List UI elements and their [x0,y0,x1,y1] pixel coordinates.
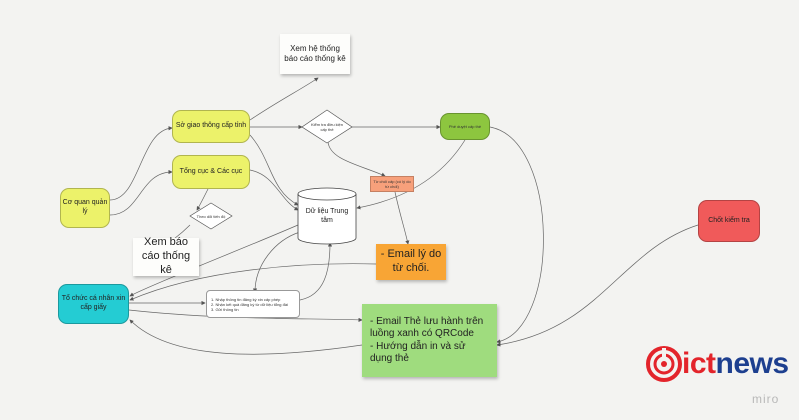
card-email-note[interactable]: - Email Thẻ lưu hành trên luồng xanh có … [362,304,497,377]
database-cylinder [297,187,357,245]
ictnews-logo: ict news [646,346,789,382]
decision-diamond-check [301,109,353,144]
ictnews-emblem-icon [646,346,682,382]
central-data-label: Dữ liệu Trung tâm [305,208,349,224]
applicant-org-box[interactable]: Tổ chức cá nhân xin cấp giấy [58,284,129,324]
step-3: 3. Gửi thông tin [211,306,239,312]
provincial-transport-box[interactable]: Sở giao thông cấp tỉnh [172,110,250,143]
logo-news-text: news [715,347,790,380]
step-1: 1. Nhập thông tin đăng ký xin cấp phép [211,296,281,302]
step-2: 2. Nhận kết quả đăng ký từ dữ liệu tổng … [211,301,288,307]
approve-card-box[interactable]: Phê duyệt cấp thẻ [440,113,490,140]
logo-ict-text: ict [682,347,716,380]
general-department-box[interactable]: Tổng cục & Các cục [172,155,250,189]
checkpoint-box[interactable]: Chốt kiểm tra [698,200,760,242]
application-steps-box[interactable]: 1. Nhập thông tin đăng ký xin cấp phép 2… [206,290,300,318]
check-condition-label: Kiểm tra điều kiện cấp thẻ [310,122,343,132]
reject-card-box[interactable]: Từ chối cấp (có lý do từ chối) [370,176,414,192]
view-report-system-note[interactable]: Xem hệ thống báo cáo thống kê [280,34,350,74]
view-statistics-note[interactable]: Xem báo cáo thống kê [133,236,199,276]
decision-diamond-track [189,202,233,230]
miro-watermark: miro [752,392,780,406]
reject-email-note[interactable]: - Email lý do từ chối. [376,244,446,280]
management-agency-box[interactable]: Cơ quan quản lý [60,188,110,228]
track-progress-label: Theo dõi tiến độ [196,213,226,219]
